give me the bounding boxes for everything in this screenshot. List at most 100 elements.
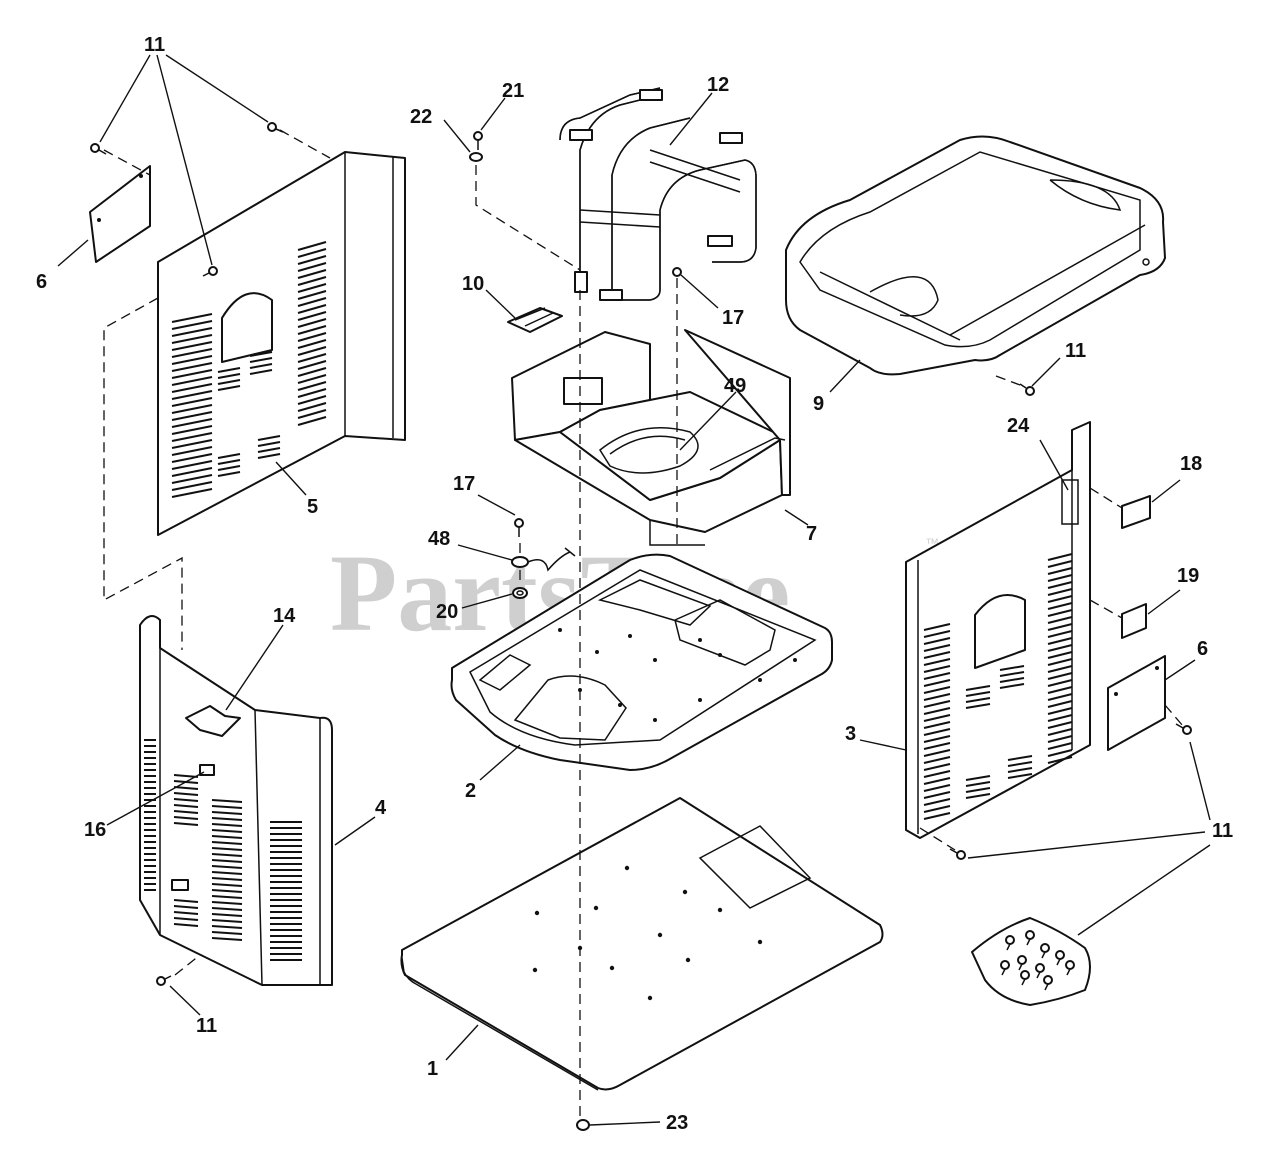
vent-slot: [249, 369, 273, 375]
vent-slot: [171, 446, 213, 456]
mounting-hole: [558, 628, 562, 632]
vent-slot: [173, 804, 199, 808]
part-1-floor-plate: [400, 797, 884, 1091]
vent-slot: [965, 793, 991, 799]
vent-slot: [173, 822, 199, 826]
part-6-left-plate: [89, 165, 151, 263]
vent-slot: [297, 304, 327, 314]
vent-slot: [297, 381, 327, 391]
callout-48: 48: [428, 528, 450, 550]
callout-23: 23: [666, 1112, 688, 1134]
bag-screw: [1017, 955, 1027, 965]
vent-slot: [211, 871, 243, 875]
mounting-hole: [698, 638, 702, 642]
vent-slot: [217, 471, 241, 477]
vent-slot: [171, 425, 213, 435]
vent-slot: [211, 799, 243, 803]
vent-slot: [297, 311, 327, 321]
vent-slot: [1007, 755, 1033, 761]
part-5-left-panel: [157, 151, 406, 536]
vent-slot: [211, 877, 243, 881]
vent-slot: [171, 355, 213, 365]
vent-slot: [923, 749, 951, 757]
mounting-hole: [534, 910, 540, 916]
bag-screw: [1035, 963, 1045, 973]
vent-slot: [211, 835, 243, 839]
vent-slot: [1047, 693, 1073, 701]
vent-slot: [965, 685, 991, 691]
hardware-bag: [971, 917, 1091, 1006]
vent-slot: [171, 432, 213, 442]
bag-screw: [1043, 975, 1053, 985]
bag-screw-shank: [1066, 968, 1071, 976]
mounting-hole: [757, 939, 763, 945]
vent-slot: [1047, 728, 1073, 736]
bag-screw-shank: [1044, 983, 1049, 991]
vent-slot: [1047, 637, 1073, 645]
vent-slot: [173, 917, 199, 921]
mounting-hole: [682, 889, 688, 895]
vent-slot: [297, 346, 327, 356]
vent-slot: [923, 700, 951, 708]
vent-slot: [217, 379, 241, 385]
vent-slot: [1047, 567, 1073, 575]
vent-slot: [171, 362, 213, 372]
callout-21: 21: [502, 80, 524, 102]
vent-slot: [211, 895, 243, 899]
part-7-control-housing: [511, 329, 791, 546]
callout-9: 9: [813, 393, 824, 415]
vent-slot: [173, 911, 199, 915]
vent-slot: [173, 786, 199, 790]
part-12-handle-frame: [559, 87, 757, 301]
callout-14: 14: [273, 605, 296, 627]
vent-slot: [297, 241, 327, 251]
vent-slot: [923, 672, 951, 680]
vent-slot: [1047, 679, 1073, 687]
vent-slot: [923, 665, 951, 673]
vent-slot: [1047, 658, 1073, 666]
vent-slot: [1047, 672, 1073, 680]
vent-slot: [297, 402, 327, 412]
vent-slot: [1047, 742, 1073, 750]
vent-slot: [211, 931, 243, 935]
vent-slot: [171, 474, 213, 484]
screw-11-bottom: [156, 975, 172, 986]
callout-6-left: 6: [36, 271, 47, 293]
vent-slot: [297, 339, 327, 349]
vent-slot: [297, 360, 327, 370]
bag-screw-shank: [1026, 938, 1031, 946]
vent-slot: [211, 829, 243, 833]
vent-slot: [297, 283, 327, 293]
vent-slot: [1047, 623, 1073, 631]
vent-slot: [297, 297, 327, 307]
mounting-hole: [653, 658, 657, 662]
mounting-hole: [653, 718, 657, 722]
vent-slot: [211, 901, 243, 905]
vent-slot: [965, 703, 991, 709]
vent-slot: [217, 367, 241, 373]
vent-slot: [211, 847, 243, 851]
vent-slot: [297, 374, 327, 384]
vent-slot: [171, 453, 213, 463]
part-9-top-cover: [785, 135, 1166, 376]
vent-slot: [211, 913, 243, 917]
vent-slot: [171, 334, 213, 344]
vent-slot: [211, 865, 243, 869]
mounting-hole: [624, 865, 630, 871]
vent-slot: [1047, 616, 1073, 624]
mounting-hole: [793, 658, 797, 662]
vent-slot: [171, 390, 213, 400]
mounting-hole: [532, 967, 538, 973]
vent-slot: [171, 341, 213, 351]
vent-slot: [923, 777, 951, 785]
callout-10: 10: [462, 273, 484, 295]
vent-slot: [923, 742, 951, 750]
callout-6-right: 6: [1197, 638, 1208, 660]
vent-slot: [211, 937, 243, 941]
vent-slot: [297, 353, 327, 363]
vent-slot: [923, 693, 951, 701]
vent-slot: [1047, 553, 1073, 561]
vent-slot: [217, 373, 241, 379]
callout-19: 19: [1177, 565, 1199, 587]
